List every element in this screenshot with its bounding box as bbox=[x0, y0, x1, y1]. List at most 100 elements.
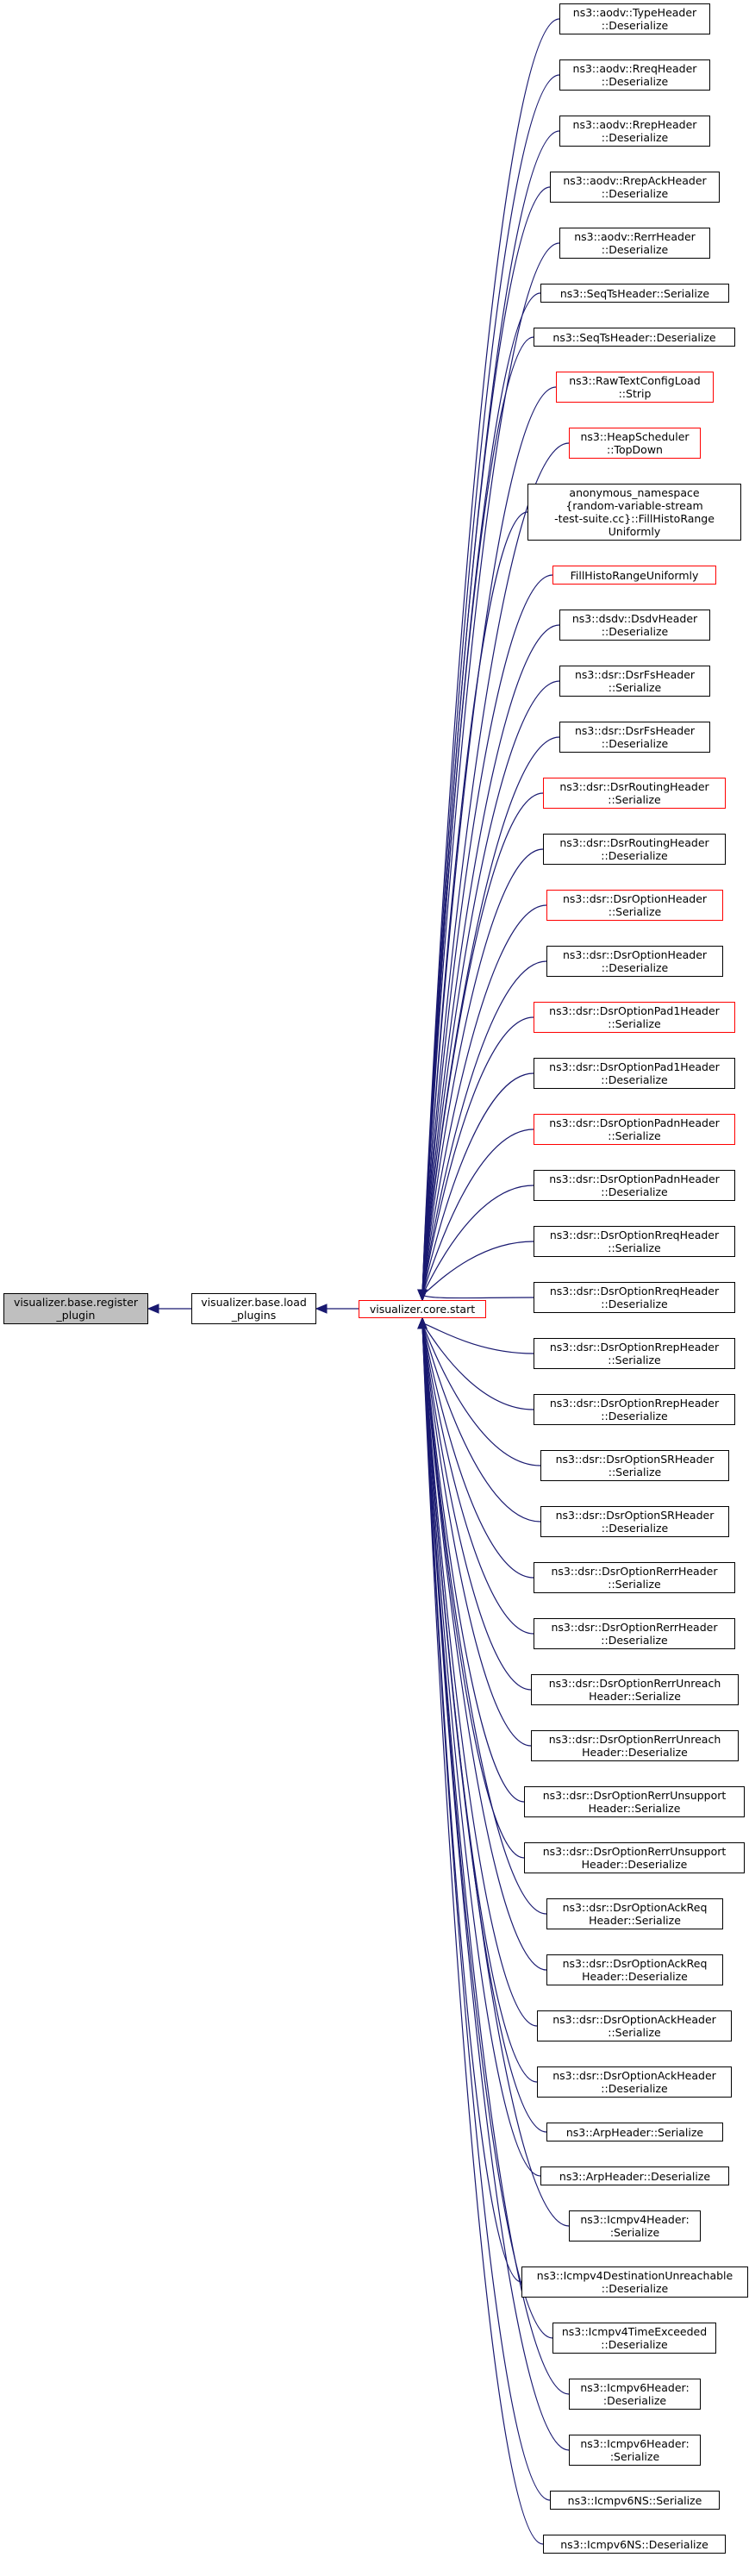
caller-node[interactable]: ns3::dsr::DsrOptionPad1Header::Deseriali… bbox=[534, 1058, 735, 1089]
caller-node[interactable]: ns3::dsr::DsrOptionPad1Header::Serialize bbox=[534, 1002, 735, 1033]
caller-node[interactable]: ns3::Icmpv6Header::Serialize bbox=[569, 2435, 701, 2466]
caller-node[interactable]: ns3::aodv::RerrHeader::Deserialize bbox=[559, 228, 710, 259]
node-label-line: ns3::aodv::RrepHeader bbox=[572, 118, 697, 131]
edge-caller-to-hub bbox=[421, 1322, 534, 1579]
node-label-line: ns3::ArpHeader::Serialize bbox=[565, 2125, 704, 2139]
node-label-line: ns3::dsr::DsrOptionSRHeader bbox=[555, 1453, 715, 1466]
caller-node[interactable]: ns3::Icmpv6NS::Serialize bbox=[550, 2491, 720, 2510]
node-label-line: ns3::aodv::RrepAckHeader bbox=[563, 174, 707, 187]
caller-node[interactable]: ns3::ArpHeader::Serialize bbox=[546, 2123, 723, 2141]
load-plugins-node[interactable]: visualizer.base.load_plugins bbox=[191, 1293, 316, 1324]
node-label-line: :Serialize bbox=[609, 2450, 660, 2463]
caller-node[interactable]: ns3::dsr::DsrOptionRreqHeader::Deseriali… bbox=[534, 1282, 735, 1313]
node-label-line: ::Deserialize bbox=[601, 1522, 669, 1535]
caller-node[interactable]: anonymous_namespace{random-variable-stre… bbox=[527, 484, 741, 541]
node-label-line: ns3::Icmpv4DestinationUnreachable bbox=[536, 2269, 733, 2282]
node-label-line: Header::Deserialize bbox=[581, 1858, 688, 1871]
caller-node[interactable]: ns3::SeqTsHeader::Serialize bbox=[540, 284, 729, 303]
caller-node[interactable]: ns3::aodv::RrepAckHeader::Deserialize bbox=[550, 172, 720, 203]
caller-node[interactable]: ns3::HeapScheduler::TopDown bbox=[569, 428, 701, 459]
caller-node[interactable]: ns3::Icmpv4DestinationUnreachable::Deser… bbox=[521, 2267, 748, 2298]
caller-node[interactable]: ns3::dsr::DsrOptionRreqHeader::Serialize bbox=[534, 1226, 735, 1257]
caller-node[interactable]: ns3::Icmpv4Header::Serialize bbox=[569, 2210, 701, 2241]
edge-caller-to-hub bbox=[421, 1322, 534, 1635]
caller-node[interactable]: ns3::RawTextConfigLoad::Strip bbox=[556, 372, 714, 403]
node-label-line: FillHistoRangeUniformly bbox=[570, 568, 699, 582]
node-label-line: ns3::dsr::DsrFsHeader bbox=[574, 668, 696, 681]
node-label-line: ns3::dsr::DsrOptionHeader bbox=[562, 948, 708, 961]
caller-node[interactable]: ns3::dsr::DsrOptionPadnHeader::Deseriali… bbox=[534, 1170, 735, 1201]
caller-node[interactable]: ns3::dsdv::DsdvHeader::Deserialize bbox=[559, 610, 710, 641]
caller-node[interactable]: ns3::dsr::DsrOptionAckHeader::Serialize bbox=[537, 2010, 732, 2041]
edge-caller-to-hub bbox=[421, 1322, 570, 2451]
node-label-line: ns3::dsr::DsrFsHeader bbox=[574, 724, 696, 737]
caller-node[interactable]: ns3::dsr::DsrOptionPadnHeader::Serialize bbox=[534, 1114, 735, 1145]
edge-caller-to-hub bbox=[421, 1294, 534, 1299]
node-label-line: Header::Deserialize bbox=[582, 1746, 688, 1759]
caller-node[interactable]: ns3::dsr::DsrOptionAckHeader::Deserializ… bbox=[537, 2066, 732, 2098]
node-label-line: ns3::dsr::DsrOptionRerrUnreach bbox=[548, 1677, 721, 1690]
node-label-line: ns3::dsr::DsrRoutingHeader bbox=[559, 780, 709, 793]
edge-caller-to-hub bbox=[421, 1322, 570, 2227]
edge-caller-to-hub bbox=[421, 336, 534, 1296]
node-label-line: ns3::dsr::DsrOptionSRHeader bbox=[555, 1509, 715, 1522]
node-label-line: ns3::Icmpv4TimeExceeded bbox=[561, 2325, 708, 2338]
caller-node[interactable]: ns3::dsr::DsrOptionRrepHeader::Deseriali… bbox=[534, 1394, 735, 1425]
node-label-line: ::Deserialize bbox=[601, 131, 669, 144]
edge-caller-to-hub bbox=[421, 1016, 534, 1296]
node-label-line: ::Serialize bbox=[608, 1017, 661, 1030]
caller-node[interactable]: ns3::dsr::DsrOptionRerrHeader::Deseriali… bbox=[534, 1618, 735, 1649]
node-label-line: ::Serialize bbox=[608, 1354, 661, 1366]
node-label-line: ::Serialize bbox=[608, 1241, 661, 1254]
caller-node[interactable]: ns3::dsr::DsrOptionRrepHeader::Serialize bbox=[534, 1338, 735, 1369]
caller-node[interactable]: ns3::aodv::TypeHeader::Deserialize bbox=[559, 3, 710, 34]
edge-caller-to-hub bbox=[421, 1129, 534, 1296]
node-label-line: ::Serialize bbox=[608, 2026, 661, 2039]
caller-node[interactable]: ns3::aodv::RreqHeader::Deserialize bbox=[559, 59, 710, 91]
edge-caller-to-hub bbox=[421, 1322, 534, 1354]
node-label-line: ns3::dsr::DsrOptionPadnHeader bbox=[549, 1116, 720, 1129]
caller-node[interactable]: ns3::dsr::DsrRoutingHeader::Serialize bbox=[543, 778, 726, 809]
node-label-line: Header::Serialize bbox=[589, 1914, 681, 1927]
edge-caller-to-hub bbox=[421, 1322, 532, 1691]
caller-node[interactable]: ns3::Icmpv6NS::Deserialize bbox=[543, 2535, 726, 2554]
caller-node[interactable]: ns3::aodv::RrepHeader::Deserialize bbox=[559, 116, 710, 147]
caller-node[interactable]: ns3::dsr::DsrOptionSRHeader::Deserialize bbox=[540, 1506, 729, 1537]
node-label-line: ns3::dsr::DsrOptionRerrHeader bbox=[551, 1621, 718, 1634]
caller-node[interactable]: ns3::Icmpv4TimeExceeded::Deserialize bbox=[552, 2323, 716, 2354]
caller-node[interactable]: ns3::dsr::DsrFsHeader::Deserialize bbox=[559, 722, 710, 753]
edge-caller-to-hub bbox=[421, 1322, 541, 1466]
caller-node[interactable]: ns3::ArpHeader::Deserialize bbox=[540, 2166, 729, 2185]
node-label-line: ::Serialize bbox=[608, 1129, 661, 1142]
caller-node[interactable]: ns3::dsr::DsrOptionRerrHeader::Serialize bbox=[534, 1562, 735, 1593]
edge-caller-to-hub bbox=[421, 1322, 547, 1971]
node-label-line: Header::Serialize bbox=[588, 1802, 681, 1815]
caller-node[interactable]: ns3::dsr::DsrOptionSRHeader::Serialize bbox=[540, 1450, 729, 1481]
node-label-line: ns3::dsr::DsrOptionRerrUnsupport bbox=[542, 1789, 727, 1802]
node-label-line: ns3::RawTextConfigLoad bbox=[569, 374, 701, 387]
node-label-line: ::Deserialize bbox=[601, 2338, 668, 2351]
node-label-line: Uniformly bbox=[608, 525, 661, 538]
edge-caller-to-hub bbox=[421, 848, 544, 1296]
caller-node[interactable]: ns3::dsr::DsrFsHeader::Serialize bbox=[559, 666, 710, 697]
core-start-node[interactable]: visualizer.core.start bbox=[359, 1300, 486, 1318]
node-label-line: anonymous_namespace bbox=[569, 486, 700, 499]
edge-caller-to-hub bbox=[421, 1322, 547, 1915]
node-label-line: ns3::Icmpv6NS::Serialize bbox=[567, 2493, 702, 2507]
caller-node[interactable]: ns3::dsr::DsrRoutingHeader::Deserialize bbox=[543, 834, 726, 865]
caller-node[interactable]: ns3::SeqTsHeader::Deserialize bbox=[534, 328, 735, 347]
caller-node[interactable]: ns3::dsr::DsrOptionHeader::Serialize bbox=[546, 890, 723, 921]
caller-node[interactable]: FillHistoRangeUniformly bbox=[552, 566, 716, 585]
caller-node[interactable]: ns3::Icmpv6Header::Deserialize bbox=[569, 2379, 701, 2410]
caller-node[interactable]: ns3::dsr::DsrOptionHeader::Deserialize bbox=[546, 946, 723, 977]
node-label-line: ::TopDown bbox=[607, 443, 663, 456]
root-node[interactable]: visualizer.base.register_plugin bbox=[3, 1293, 148, 1324]
node-label-line: ::Serialize bbox=[608, 793, 661, 806]
